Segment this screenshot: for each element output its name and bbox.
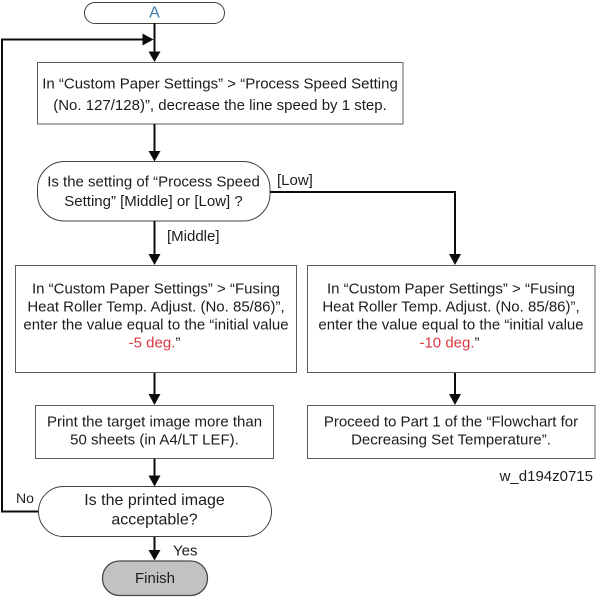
svg-text:No: No (16, 490, 34, 506)
svg-text:w_d194z0715: w_d194z0715 (499, 468, 593, 485)
svg-text:Is the setting of “Process Spe: Is the setting of “Process Speed (47, 173, 260, 190)
svg-text:Yes: Yes (173, 543, 197, 560)
svg-text:A: A (149, 5, 160, 22)
svg-text:[Low]: [Low] (277, 172, 313, 189)
svg-text:-10 deg.”: -10 deg.” (419, 335, 479, 352)
svg-text:Setting” [Middle] or [Low] ?: Setting” [Middle] or [Low] ? (64, 193, 242, 210)
svg-text:Print the target image more th: Print the target image more than (47, 414, 262, 431)
svg-text:Finish: Finish (135, 570, 175, 587)
svg-text:Heat Roller Temp. Adjust. (No.: Heat Roller Temp. Adjust. (No. 85/86)”, (27, 299, 284, 316)
svg-text:In “Custom Paper Settings” > “: In “Custom Paper Settings” > “Process Sp… (42, 75, 398, 92)
svg-text:In “Custom Paper Settings” > “: In “Custom Paper Settings” > “Fusing (32, 281, 280, 298)
svg-text:[Middle]: [Middle] (167, 228, 220, 245)
svg-text:Decreasing Set Temperature”.: Decreasing Set Temperature”. (351, 432, 551, 449)
svg-text:enter the value equal to the “: enter the value equal to the “initial va… (23, 317, 288, 334)
svg-text:acceptable?: acceptable? (111, 512, 197, 529)
svg-text:Is the printed image: Is the printed image (84, 492, 225, 509)
svg-text:enter the value equal to the “: enter the value equal to the “initial va… (318, 317, 583, 334)
svg-text:-5 deg.”: -5 deg.” (129, 335, 181, 352)
svg-text:Proceed to Part 1 of the “Flow: Proceed to Part 1 of the “Flowchart for (324, 414, 578, 431)
svg-text:Heat Roller Temp. Adjust. (No.: Heat Roller Temp. Adjust. (No. 85/86)”, (322, 299, 579, 316)
svg-text:(No. 127/128)”, decrease the l: (No. 127/128)”, decrease the line speed … (53, 97, 387, 114)
svg-text:In “Custom Paper Settings” > “: In “Custom Paper Settings” > “Fusing (327, 281, 575, 298)
svg-text:50 sheets (in A4/LT LEF).: 50 sheets (in A4/LT LEF). (70, 432, 239, 449)
